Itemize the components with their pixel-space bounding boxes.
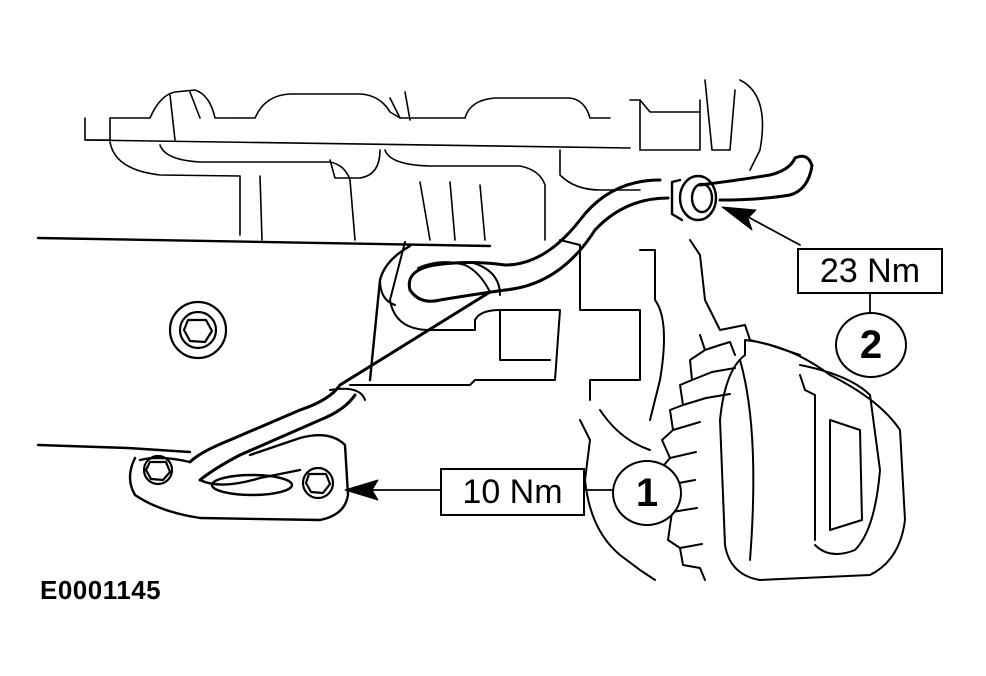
arrow-2: [721, 206, 757, 231]
torque-label-2: 23 Nm: [797, 248, 943, 294]
bolt-side: [168, 300, 228, 360]
crank-sprocket: [579, 239, 906, 581]
leader-2: [749, 217, 871, 313]
bolt-lower-left: [142, 454, 174, 486]
oil-pipe: [188, 154, 814, 482]
cylinder-head: [84, 79, 764, 241]
callout-1: 1: [612, 460, 682, 526]
callout-2: 2: [835, 312, 907, 378]
bracket-plate: [349, 239, 665, 421]
pickup-flange: [128, 434, 350, 522]
figure-id: E0001145: [40, 575, 162, 605]
upper-union-fitting: [670, 174, 718, 222]
sump-body: [36, 236, 492, 454]
torque-label-1: 10 Nm: [440, 468, 585, 516]
bolt-lower-right: [301, 466, 335, 500]
arrow-1: [344, 479, 379, 501]
